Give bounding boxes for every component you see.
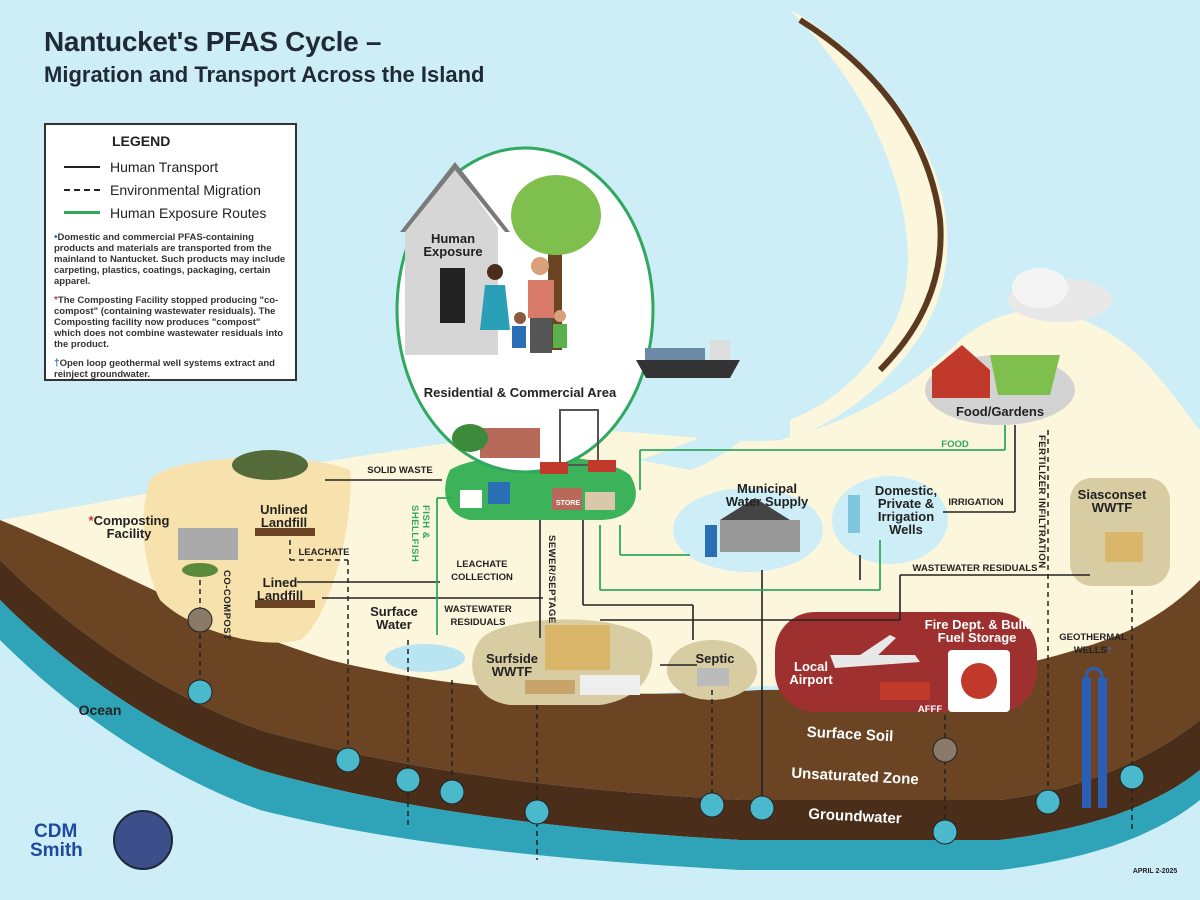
legend-note-composting: *The Composting Facility stopped produci… xyxy=(54,295,284,350)
groundwater-layer xyxy=(0,600,1200,870)
afff-label: AFFF xyxy=(917,704,943,715)
legend-note-domestic: •Domestic and commercial PFAS-containing… xyxy=(54,232,286,287)
legend-item-environmental-migration: Environmental Migration xyxy=(54,178,287,201)
lined-landfill-label: Lined Landfill xyxy=(256,575,304,603)
exposure-tree xyxy=(511,175,601,255)
surface-water-pond xyxy=(385,644,465,672)
fish-shellfish-label: FISH & SHELLFISH xyxy=(409,505,431,563)
airport-label: Local Airport xyxy=(789,659,833,687)
wastewater-residuals-top-label: WASTEWATER RESIDUALS xyxy=(912,563,1038,574)
wells-blob xyxy=(832,476,948,564)
leachate-label: LEACHATE xyxy=(298,547,350,558)
leachate-collection-label: LEACHATE COLLECTION xyxy=(451,559,513,583)
dashed-line-icon xyxy=(64,188,100,191)
solid-line-icon xyxy=(64,165,100,168)
surface-soil-layer xyxy=(0,520,1200,800)
green-line-icon xyxy=(64,211,100,214)
legend-note-geothermal: †Open loop geothermal well systems extra… xyxy=(54,358,275,380)
unlined-landfill-label: Unlined Landfill xyxy=(260,502,308,530)
town-seal-icon xyxy=(113,810,173,870)
municipal-label: Municipal Water Supply xyxy=(725,481,809,509)
solid-waste-label: SOLID WASTE xyxy=(367,465,433,476)
residential-label: Residential & Commercial Area xyxy=(423,385,617,400)
exposure-house xyxy=(405,168,498,355)
date-label: APRIL 2-2025 xyxy=(1132,868,1178,875)
airplane xyxy=(830,655,920,668)
irrigation-label: IRRIGATION xyxy=(948,497,1004,508)
unsaturated-layer xyxy=(0,560,1200,840)
sewer-septage-label: SEWER/SEPTAGE xyxy=(546,535,557,624)
composting-label: *Composting Facility xyxy=(88,513,170,541)
store-label: STORE xyxy=(556,500,580,507)
surface-water-label: Surface Water xyxy=(370,604,418,632)
page-subtitle: Migration and Transport Across the Islan… xyxy=(44,62,485,87)
food-gardens-label: Food/Gardens xyxy=(955,404,1045,419)
legend-item-human-transport: Human Transport xyxy=(54,155,287,178)
wastewater-residuals-label: WASTEWATER RESIDUALS xyxy=(444,604,512,628)
harbor xyxy=(640,400,780,470)
food-label: FOOD xyxy=(941,439,969,450)
unlined-landfill-pile xyxy=(232,450,308,480)
arm-edge xyxy=(798,17,944,373)
ocean-label: Ocean xyxy=(78,702,122,718)
page-title: Nantucket's PFAS Cycle – xyxy=(44,26,382,57)
surfside-label: Surfside WWTF xyxy=(485,651,538,679)
human-exposure-label: Human Exposure xyxy=(423,231,483,259)
legend-item-human-exposure: Human Exposure Routes xyxy=(54,201,287,224)
co-compost-label: CO-COMPOST xyxy=(221,570,232,641)
composting-building xyxy=(178,528,238,560)
geothermal-label: GEOTHERMAL WELLS† xyxy=(1059,632,1127,656)
geothermal-pipe xyxy=(1082,678,1091,808)
cdm-smith-logo: CDM Smith xyxy=(30,821,83,861)
fertilizer-label: FERTILIZER INFILTRATION xyxy=(1036,435,1047,569)
cargo-ship xyxy=(636,360,740,378)
siasconset-label: Siasconset WWTF xyxy=(1077,487,1147,515)
wells-label: Domestic, Private & Irrigation Wells xyxy=(874,483,938,537)
fire-label: Fire Dept. & Bulk Fuel Storage xyxy=(924,617,1030,645)
landfill-area xyxy=(143,457,351,643)
septic-label: Septic xyxy=(695,651,735,666)
legend: LEGEND Human Transport Environmental Mig… xyxy=(44,123,297,381)
legend-heading: LEGEND xyxy=(112,133,171,149)
